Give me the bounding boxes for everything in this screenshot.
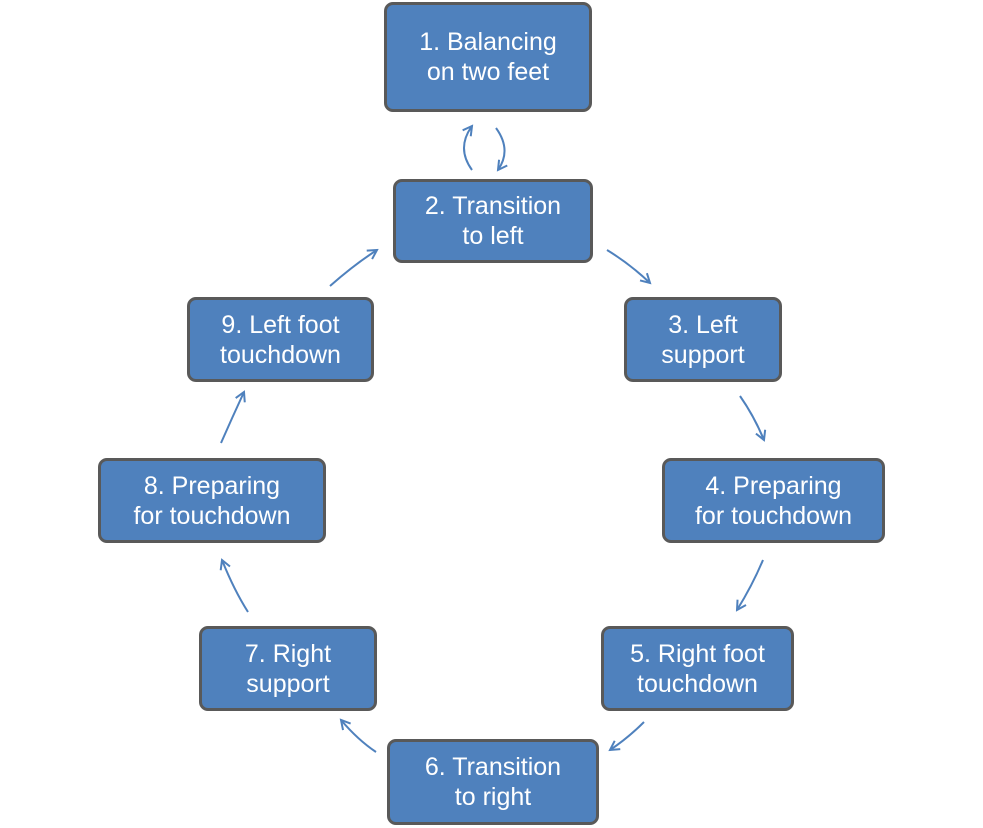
node-label-line: 1. Balancing bbox=[419, 28, 557, 56]
arrow-transition-right-to-right-support bbox=[341, 720, 377, 753]
node-label-line: 3. Left bbox=[668, 310, 738, 339]
node-label-line: support bbox=[246, 669, 330, 698]
arrow-right-support-to-preparing-left bbox=[222, 560, 249, 613]
node-left-support: 3. Left support bbox=[624, 297, 782, 382]
node-label-line: 4. Preparing bbox=[705, 471, 842, 500]
arrow-left-foot-touchdown-to-transition-left bbox=[329, 250, 377, 287]
node-label-line: 5. Right foot bbox=[630, 639, 765, 668]
arrow-right-foot-touchdown-to-transition-right bbox=[610, 721, 645, 750]
node-label-line: support bbox=[661, 340, 745, 369]
node-transition-to-right: 6. Transition to right bbox=[387, 739, 599, 825]
node-label-line: 2. Transition bbox=[424, 192, 562, 220]
node-label-line: 6. Transition bbox=[424, 753, 562, 781]
node-label-line: touchdown bbox=[220, 340, 341, 369]
node-preparing-for-touchdown-left: 8. Preparing for touchdown bbox=[98, 458, 326, 543]
arrow-balancing-to-transition-left bbox=[495, 127, 505, 170]
node-balancing-on-two-feet: 1. Balancing on two feet bbox=[384, 2, 592, 112]
node-label-line: to right bbox=[454, 783, 532, 811]
node-label-line: touchdown bbox=[637, 669, 758, 698]
arrow-preparing-left-to-left-foot-touchdown bbox=[220, 392, 244, 444]
node-label-line: 9. Left foot bbox=[221, 310, 340, 339]
node-right-support: 7. Right support bbox=[199, 626, 377, 711]
node-label-line: 8. Preparing bbox=[143, 471, 281, 500]
node-transition-to-left: 2. Transition to left bbox=[393, 179, 593, 263]
node-preparing-for-touchdown-right: 4. Preparing for touchdown bbox=[662, 458, 885, 543]
node-label-line: for touchdown bbox=[133, 501, 291, 530]
arrow-transition-left-to-balancing bbox=[464, 126, 472, 171]
node-label-line: 7. Right bbox=[244, 639, 332, 668]
arrow-preparing-right-to-right-foot-touchdown bbox=[737, 559, 764, 610]
arrow-transition-left-to-left-support bbox=[606, 249, 650, 283]
node-right-foot-touchdown: 5. Right foot touchdown bbox=[601, 626, 794, 711]
node-left-foot-touchdown: 9. Left foot touchdown bbox=[187, 297, 374, 382]
node-label-line: on two feet bbox=[426, 58, 550, 86]
arrow-left-support-to-preparing-right bbox=[739, 395, 764, 440]
node-label-line: for touchdown bbox=[694, 501, 853, 530]
node-label-line: to left bbox=[462, 222, 524, 250]
